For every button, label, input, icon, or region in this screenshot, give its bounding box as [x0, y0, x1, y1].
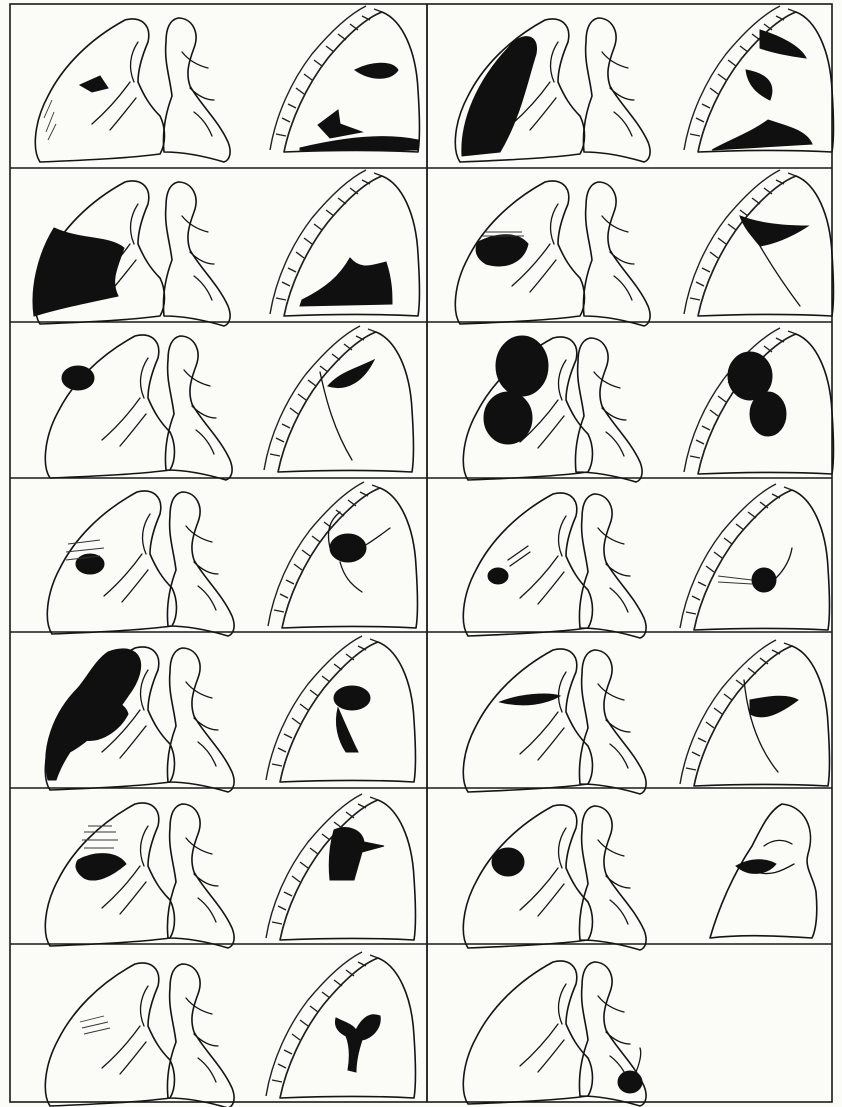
panel-r7-right: [463, 961, 646, 1106]
panel-r6-right: [463, 804, 816, 950]
panel-r2-right: [455, 170, 833, 326]
panel-r3-right: [463, 328, 833, 482]
panel-r1-right: [455, 6, 833, 162]
panel-r2-left: [33, 170, 420, 326]
panel-r4-right: [463, 484, 829, 638]
panel-r4-left: [47, 482, 417, 636]
panel-r3-left: [45, 326, 413, 480]
panel-r5-right: [463, 640, 829, 794]
panel-r1-left: [35, 6, 419, 162]
panel-r6-left: [45, 794, 415, 948]
panel-r5-left: [45, 636, 415, 792]
panel-r7-left: [45, 952, 415, 1107]
